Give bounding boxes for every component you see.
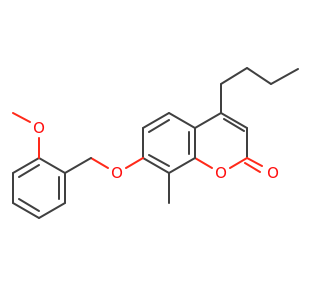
bond-c7-ether-o bbox=[125, 157, 144, 169]
methoxy-oxygen-label: O bbox=[33, 119, 45, 137]
bond-c4-c3 bbox=[220, 112, 248, 129]
bond-butyl-1 bbox=[270, 68, 299, 85]
bond-butyl-2 bbox=[246, 67, 272, 85]
bond-b2-b3 bbox=[38, 202, 66, 219]
bond-b5-b6 bbox=[12, 157, 40, 174]
bond-ether-o-ch2 bbox=[90, 157, 109, 169]
bond-c7-c8-double bbox=[148, 154, 170, 167]
bond-c5-c6-double bbox=[148, 119, 170, 133]
carbonyl-oxygen-label: O bbox=[267, 164, 279, 182]
bond-c2-o1 bbox=[229, 157, 248, 169]
bond-c8-c8a bbox=[168, 157, 196, 174]
bond-b3-b4 bbox=[12, 202, 40, 219]
ring-oxygen-label: O bbox=[215, 164, 227, 182]
bond-c4-c4a bbox=[194, 112, 222, 129]
molecule-structure: O O O O bbox=[12, 67, 299, 219]
bond-b3-b4-double bbox=[18, 198, 40, 212]
bond-b5-b6-double bbox=[18, 164, 40, 178]
bond-c4-c3-double bbox=[223, 118, 245, 132]
bond-c4a-c5 bbox=[168, 112, 196, 129]
bond-methoxy-o-ch3 bbox=[12, 112, 31, 123]
bonds bbox=[12, 67, 299, 219]
bond-butyl-3 bbox=[220, 67, 248, 85]
ether-oxygen-label: O bbox=[111, 164, 123, 182]
bond-c5-c6 bbox=[142, 112, 170, 129]
bond-c2-carbonyl bbox=[246, 157, 263, 167]
bond-ch2-ring bbox=[64, 157, 92, 174]
atom-labels: O O O O bbox=[33, 119, 279, 182]
bond-c2-carbonyl-double bbox=[244, 162, 261, 173]
bond-c7-c8 bbox=[142, 157, 170, 174]
bond-o1-c8a bbox=[194, 157, 213, 169]
bond-b6-b1 bbox=[38, 157, 66, 174]
